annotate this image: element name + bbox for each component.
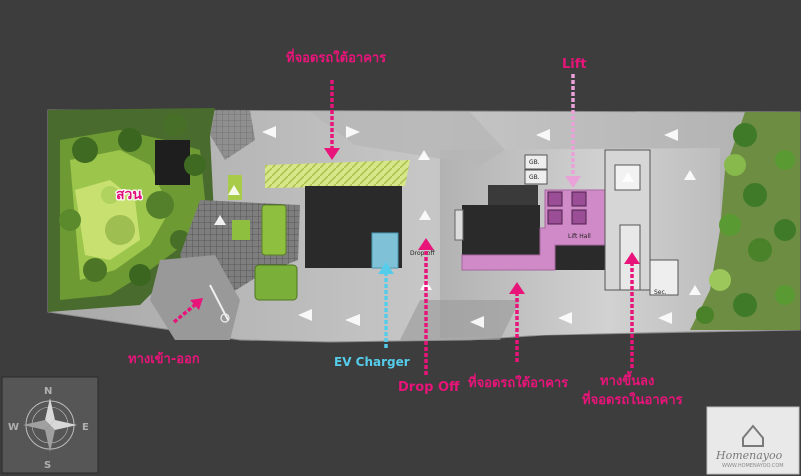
- traffic-arrows: [214, 126, 701, 328]
- building-right-small: [555, 245, 610, 270]
- planter-small-2: [232, 220, 250, 240]
- label-ramp-line2: ที่จอดรถในอาคาร: [582, 390, 683, 408]
- service-room-2: [524, 169, 548, 185]
- compass-e: E: [82, 422, 89, 433]
- stairs-left: [454, 209, 464, 241]
- drop-off-small-text: Drop-off: [410, 250, 435, 257]
- planter-left-2: [254, 264, 298, 301]
- label-ramp-line1: ทางขึ้นลง: [600, 370, 654, 389]
- tree-buffer: [690, 112, 800, 330]
- building-right: [462, 205, 540, 255]
- lift-hall-text: Lift Hall: [568, 233, 591, 240]
- label-ev-charger: EV Charger: [334, 355, 410, 369]
- compass-rose: N E S W: [1, 376, 99, 474]
- compass-s: S: [44, 460, 51, 471]
- building-right-top: [488, 185, 538, 205]
- label-parking-bottom: ที่จอดรถใต้อาคาร: [468, 373, 568, 391]
- compass-n: N: [44, 386, 52, 397]
- label-lift: Lift: [562, 57, 587, 72]
- planter-stripe: [265, 160, 410, 188]
- sec-booth: [649, 259, 679, 296]
- watermark-brand: Homenayoo: [715, 449, 783, 462]
- sec-text: Sec.: [654, 289, 667, 296]
- gb-text-1: GB.: [529, 159, 540, 166]
- diagonal-stripe-zone-bottom: [400, 300, 520, 340]
- ev-charger-zone: [371, 232, 399, 269]
- compass-w: W: [8, 422, 19, 433]
- gb-text-2: GB.: [529, 174, 540, 181]
- label-drop-off: Drop Off: [398, 380, 460, 395]
- house-logo-icon: [742, 424, 764, 447]
- garden-area: [48, 108, 215, 312]
- service-room: [524, 154, 548, 170]
- label-parking-top: ที่จอดรถใต้อาคาร: [286, 48, 386, 66]
- watermark-url: WWW.HOMENAYOO.COM: [722, 463, 784, 469]
- label-entrance: ทางเข้า-ออก: [128, 351, 200, 367]
- mesh-paving-upper: [210, 110, 255, 160]
- label-garden: สวน: [116, 187, 142, 203]
- lift-shafts: [547, 191, 587, 225]
- diagonal-stripe-zone: [310, 112, 505, 165]
- watermark: Homenayoo WWW.HOMENAYOO.COM: [706, 406, 800, 475]
- entry-driveway: [150, 255, 240, 340]
- planter-left: [261, 204, 287, 256]
- callout-arrows: [172, 74, 640, 375]
